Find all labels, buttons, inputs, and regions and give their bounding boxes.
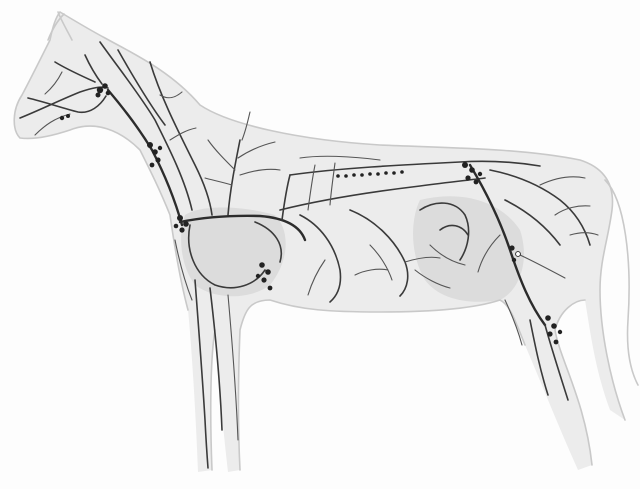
lymph-node xyxy=(265,269,271,275)
lymph-node xyxy=(478,172,482,176)
lymph-node xyxy=(465,175,470,180)
lymph-node xyxy=(376,172,380,176)
lymph-node xyxy=(558,330,562,334)
shoulder-shading xyxy=(181,208,286,297)
body-shading xyxy=(14,12,625,472)
lymph-node xyxy=(179,227,184,232)
lymph-node xyxy=(551,323,557,329)
lymph-node xyxy=(259,262,265,268)
lymph-node xyxy=(261,277,266,282)
horse-silhouette xyxy=(14,12,638,472)
lymph-node xyxy=(384,171,388,175)
lymph-node xyxy=(158,146,162,150)
lymph-node xyxy=(344,174,348,178)
lymph-node xyxy=(368,172,372,176)
lymph-node xyxy=(516,252,521,257)
lymph-node xyxy=(96,93,101,98)
lymph-node xyxy=(360,173,364,177)
lymph-node xyxy=(66,114,70,118)
lymph-node xyxy=(102,83,108,89)
lymph-node xyxy=(177,215,183,221)
lymph-node xyxy=(554,340,559,345)
lymph-node xyxy=(462,162,468,168)
lymph-node xyxy=(509,245,514,250)
lymph-node xyxy=(155,157,160,162)
lymph-node xyxy=(392,171,396,175)
lymph-node xyxy=(60,116,64,120)
lymph-node xyxy=(512,258,516,262)
lymph-node xyxy=(352,173,356,177)
lymph-node xyxy=(547,331,552,336)
lymph-node xyxy=(106,91,111,96)
lymph-node xyxy=(469,167,475,173)
lymph-node xyxy=(336,174,340,178)
lymph-node xyxy=(150,163,155,168)
lymph-node xyxy=(97,87,103,93)
lymph-node xyxy=(474,180,479,185)
lymph-node xyxy=(152,149,158,155)
lymph-node xyxy=(256,274,260,278)
lymph-node xyxy=(400,170,404,174)
lymph-node xyxy=(268,286,273,291)
lymph-node xyxy=(174,224,179,229)
lymph-node xyxy=(183,221,189,227)
lymph-node xyxy=(545,315,551,321)
lymph-node xyxy=(147,142,153,148)
